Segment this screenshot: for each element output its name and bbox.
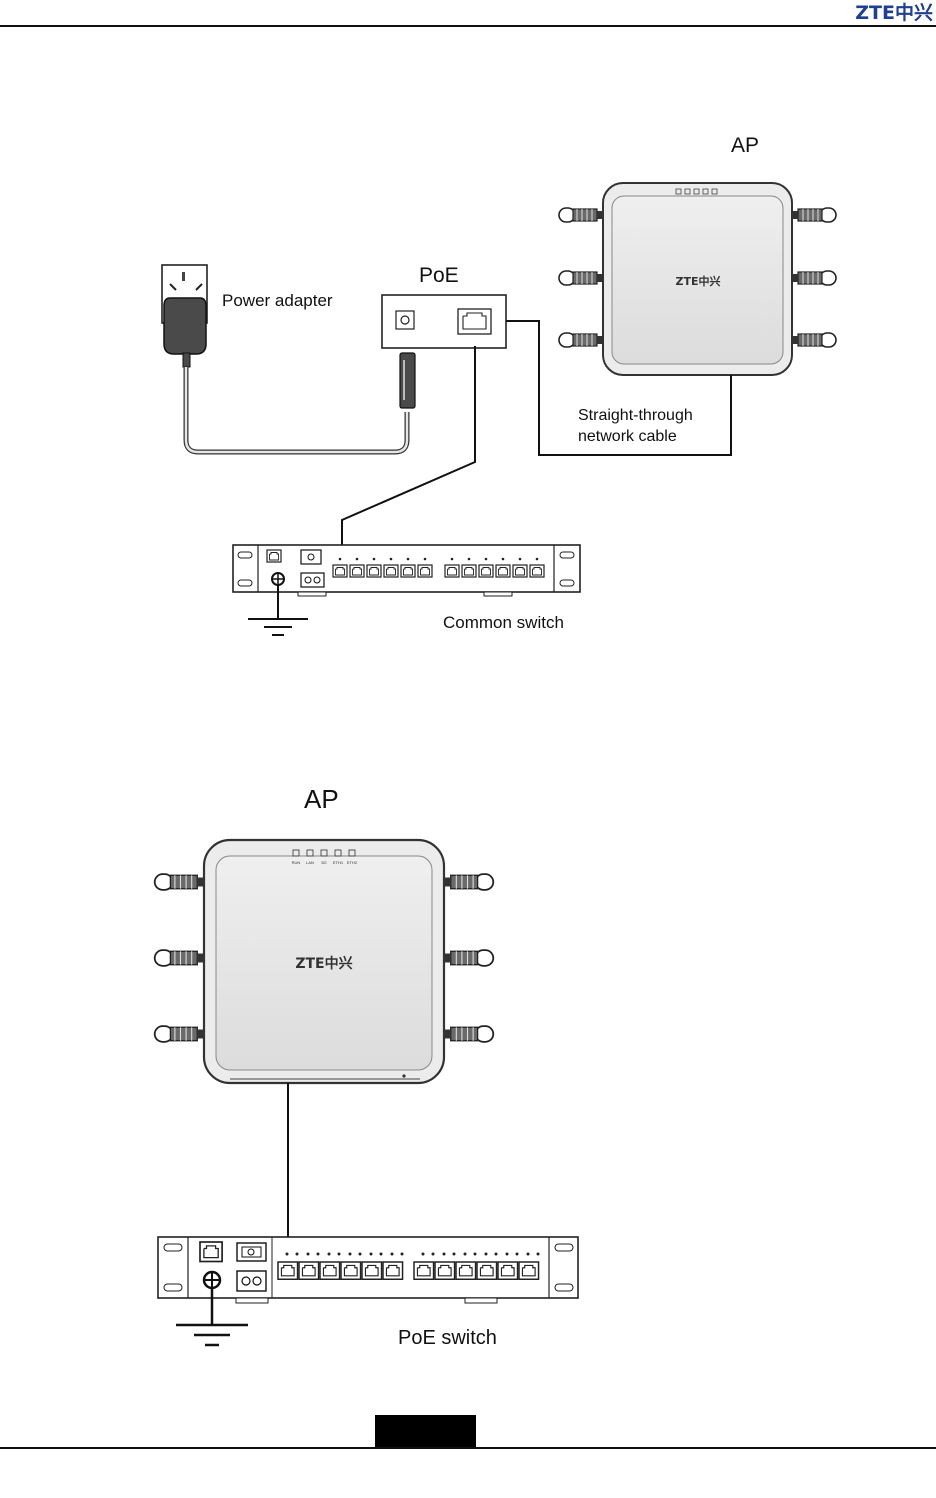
ap-label-2: AP — [304, 784, 339, 814]
ap-logo: ZTE中兴 — [676, 274, 721, 288]
cable-label-line2: network cable — [578, 428, 677, 445]
poe-injector — [382, 295, 506, 348]
common-switch-label: Common switch — [443, 613, 564, 632]
led-label-5g: 5G — [321, 860, 326, 865]
poe-switch-ports-right — [414, 1262, 539, 1279]
led-label-eth1: ETH1 — [333, 860, 344, 865]
diagram-poe-adapter: AP ZTE中兴 — [162, 134, 836, 635]
diagram-poe-switch: AP RUN LAN 5G ETH1 ETH2 ZTE中兴 — [155, 784, 578, 1349]
dc-plug — [400, 353, 415, 408]
dc-in-port — [396, 311, 414, 329]
power-adapter-label: Power adapter — [222, 291, 333, 310]
power-adapter — [162, 265, 207, 367]
page-number-tab — [375, 1415, 476, 1448]
zte-logo: ZTE中兴 — [855, 1, 933, 24]
ap-device-2: RUN LAN 5G ETH1 ETH2 ZTE中兴 — [155, 840, 494, 1083]
cable-label-line1: Straight-through — [578, 407, 693, 424]
led-label-run: RUN — [292, 860, 301, 865]
poe-label: PoE — [419, 264, 459, 287]
power-cable — [186, 367, 407, 452]
poe-switch-ports-left — [278, 1262, 403, 1279]
ap-label: AP — [731, 134, 759, 157]
page-header: ZTE中兴 — [0, 1, 936, 26]
poe-ethernet-port — [458, 309, 491, 334]
ap-logo-2: ZTE中兴 — [295, 955, 352, 972]
led-label-lan: LAN — [306, 860, 314, 865]
poe-switch — [158, 1237, 578, 1303]
ap-device: ZTE中兴 — [559, 183, 836, 375]
page-footer — [0, 1415, 936, 1448]
led-label-eth2: ETH2 — [347, 860, 358, 865]
common-switch — [233, 545, 580, 596]
poe-switch-label: PoE switch — [398, 1327, 497, 1349]
